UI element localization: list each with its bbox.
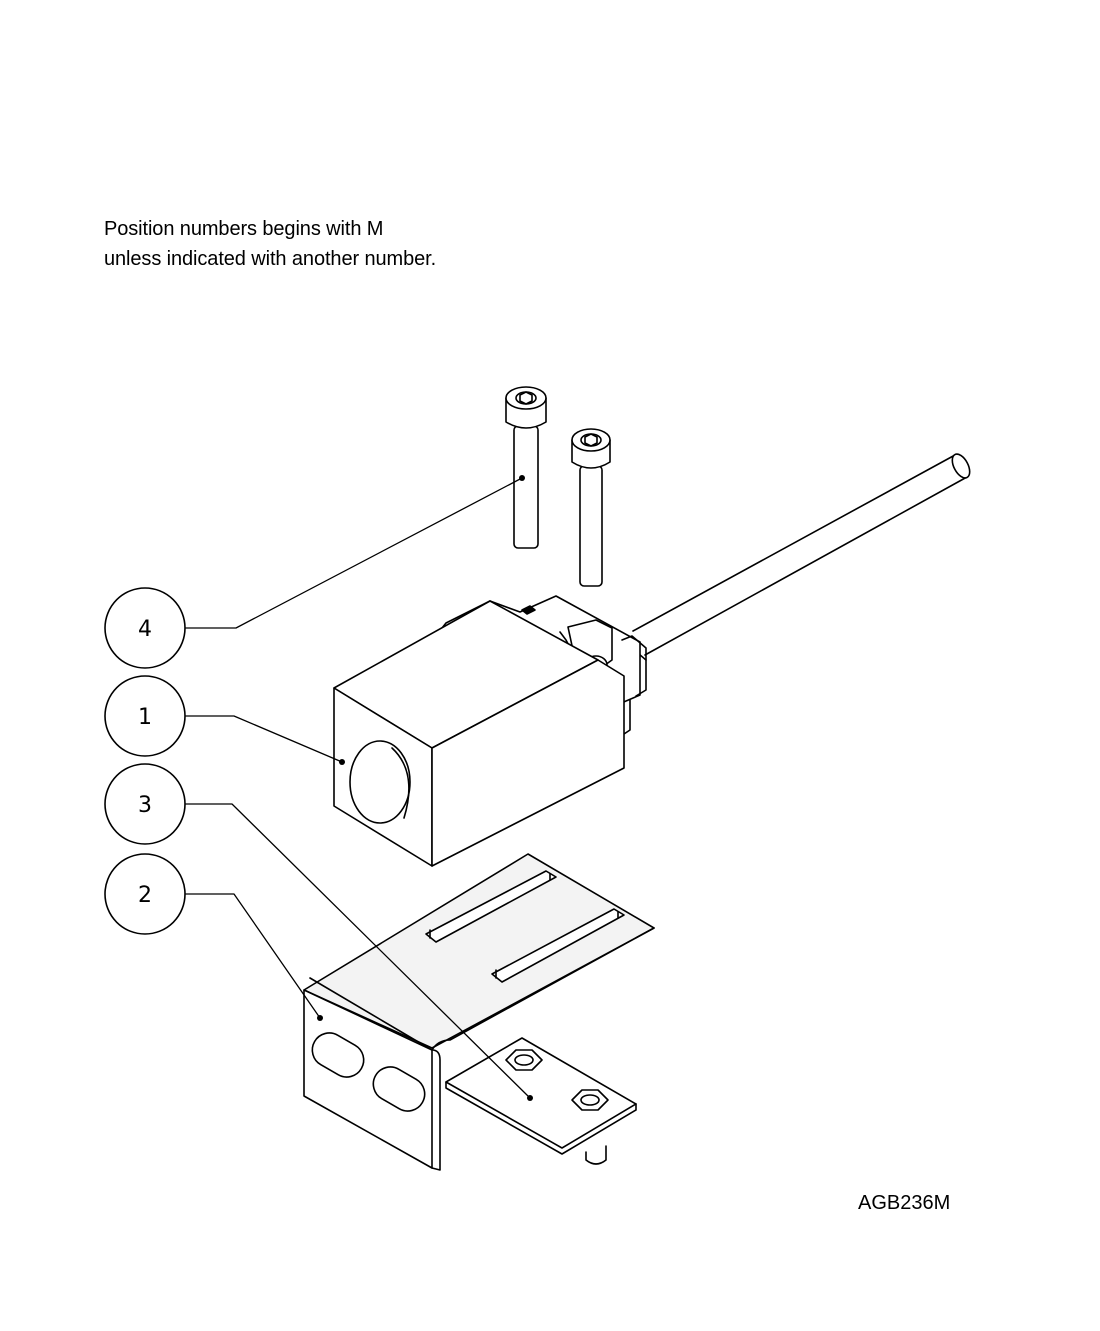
- balloon-2: 2: [104, 853, 186, 935]
- limit-switch-body: [333, 595, 647, 867]
- note-line-2: unless indicated with another number.: [104, 248, 437, 270]
- balloon-4-label: 4: [138, 617, 152, 642]
- note-line-1: Position numbers begins with M: [104, 218, 384, 240]
- actuator-rod: [625, 453, 971, 661]
- socket-head-screw-left: [505, 386, 547, 549]
- balloon-1: 1: [104, 675, 186, 757]
- nut-plate: [445, 1037, 637, 1165]
- leader-lines: [185, 477, 531, 1099]
- balloon-3-label: 3: [138, 793, 152, 818]
- balloon-2-label: 2: [138, 883, 152, 908]
- leader-dots: [317, 475, 533, 1101]
- balloon-3: 3: [104, 763, 186, 845]
- drawing-code: AGB236M: [858, 1192, 951, 1214]
- socket-head-screw-right: [571, 428, 611, 587]
- position-number-note: Position numbers begins with M unless in…: [104, 214, 436, 274]
- balloon-1-label: 1: [138, 705, 152, 730]
- mounting-bracket: [303, 853, 655, 1171]
- balloon-4: 4: [104, 587, 186, 669]
